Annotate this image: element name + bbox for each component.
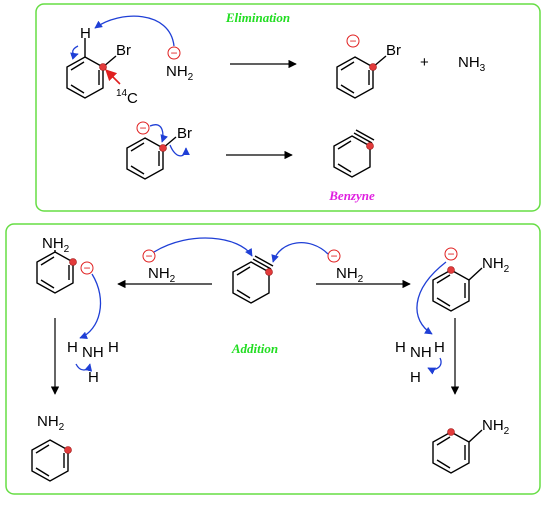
bromine-label: Br	[177, 125, 192, 142]
elimination-panel: Elimination H Br 14 C − NH2	[35, 3, 541, 212]
nh2-label: NH2	[37, 413, 65, 433]
labeled-carbon-dot	[447, 428, 455, 436]
negative-charge-icon	[167, 46, 181, 60]
svg-text:−: −	[83, 261, 90, 275]
hydrogen-label: H	[410, 369, 421, 386]
labeled-carbon-dot	[265, 268, 273, 276]
left-aryl-anion: − NH2	[36, 235, 102, 340]
bromine-label: Br	[116, 42, 131, 59]
addition-panel: Addition − NH2 − NH2	[5, 223, 541, 495]
right-aniline-product: NH2	[432, 417, 510, 474]
nh2-label: NH2	[166, 63, 194, 83]
right-amide-anion: − NH2	[271, 242, 364, 285]
negative-charge-icon	[346, 34, 360, 48]
right-aryl-anion: − NH2	[416, 247, 510, 335]
left-amide-anion: − NH2	[142, 237, 253, 285]
nh2-label: NH2	[336, 265, 364, 285]
deprotonation-curly-arrow	[94, 15, 175, 47]
hydrogen-label: H	[434, 339, 445, 356]
left-aniline-product: NH2	[31, 413, 72, 482]
elimination-border	[35, 3, 541, 212]
addition-border	[5, 223, 541, 495]
addition-title: Addition	[231, 341, 278, 356]
hydrogen-label: H	[80, 25, 91, 42]
labeled-carbon-dot	[99, 63, 107, 71]
plus-sign: +	[420, 54, 429, 71]
benzyne-molecule	[333, 129, 375, 178]
hydrogen-label: H	[67, 339, 78, 356]
protonation-curly-arrow	[416, 261, 447, 335]
negative-charge-icon	[80, 261, 94, 275]
ammonia-label: NH3	[458, 54, 486, 74]
svg-text:−: −	[349, 34, 356, 48]
labeled-carbon-dot	[369, 63, 377, 71]
nh2-label: NH2	[482, 417, 510, 437]
labeled-carbon-dot	[366, 142, 374, 150]
benzyne-center	[232, 255, 274, 304]
elimination-title: Elimination	[225, 10, 290, 25]
labeled-carbon-dot	[69, 258, 77, 266]
bromine-label: Br	[386, 42, 401, 59]
hydrogen-label: H	[395, 339, 406, 356]
right-ammonia: H NH H H	[395, 339, 445, 386]
c14-symbol-label: C	[127, 90, 138, 107]
svg-text:−: −	[447, 247, 454, 261]
hydrogen-label: H	[108, 339, 119, 356]
nh2-label: NH2	[482, 255, 510, 275]
labeled-carbon-dot	[447, 266, 455, 274]
bromobenzene-molecule: H Br 14 C	[66, 25, 138, 107]
nitrogen-label: NH	[410, 344, 432, 361]
nitrogen-label: NH	[82, 344, 104, 361]
svg-text:−: −	[170, 46, 177, 60]
hydrogen-label: H	[88, 369, 99, 386]
left-ammonia: H NH H H	[67, 339, 119, 386]
c14-mass-label: 14	[116, 88, 128, 99]
negative-charge-icon	[444, 247, 458, 261]
bond-break-curly-arrow	[427, 357, 442, 375]
labeled-carbon-dot	[159, 144, 167, 152]
leaving-group-curly-arrow	[169, 144, 190, 157]
aryl-anion-intermediate: − Br	[126, 121, 192, 180]
bond-break-curly-arrow	[75, 363, 93, 372]
nh2-label: NH2	[148, 265, 176, 285]
negative-charge-icon	[136, 121, 150, 135]
nh2-label: NH2	[42, 235, 70, 255]
svg-text:−: −	[330, 249, 337, 263]
lone-pair-curly-arrow	[149, 124, 168, 143]
benzyne-label: Benzyne	[328, 188, 375, 203]
labeled-carbon-dot	[64, 446, 72, 454]
protonation-curly-arrow	[79, 273, 102, 340]
negative-charge-icon	[327, 249, 341, 263]
bond-shift-curly-arrow	[70, 45, 79, 60]
svg-text:−: −	[139, 121, 146, 135]
negative-charge-icon	[142, 249, 156, 263]
amide-anion: − NH2	[94, 15, 194, 83]
svg-text:−: −	[145, 249, 152, 263]
left-attack-curly-arrow	[153, 237, 253, 257]
right-attack-curly-arrow	[271, 242, 329, 263]
c14-pointer-arrow	[105, 69, 121, 85]
aryl-anion-product: − Br	[336, 34, 401, 99]
